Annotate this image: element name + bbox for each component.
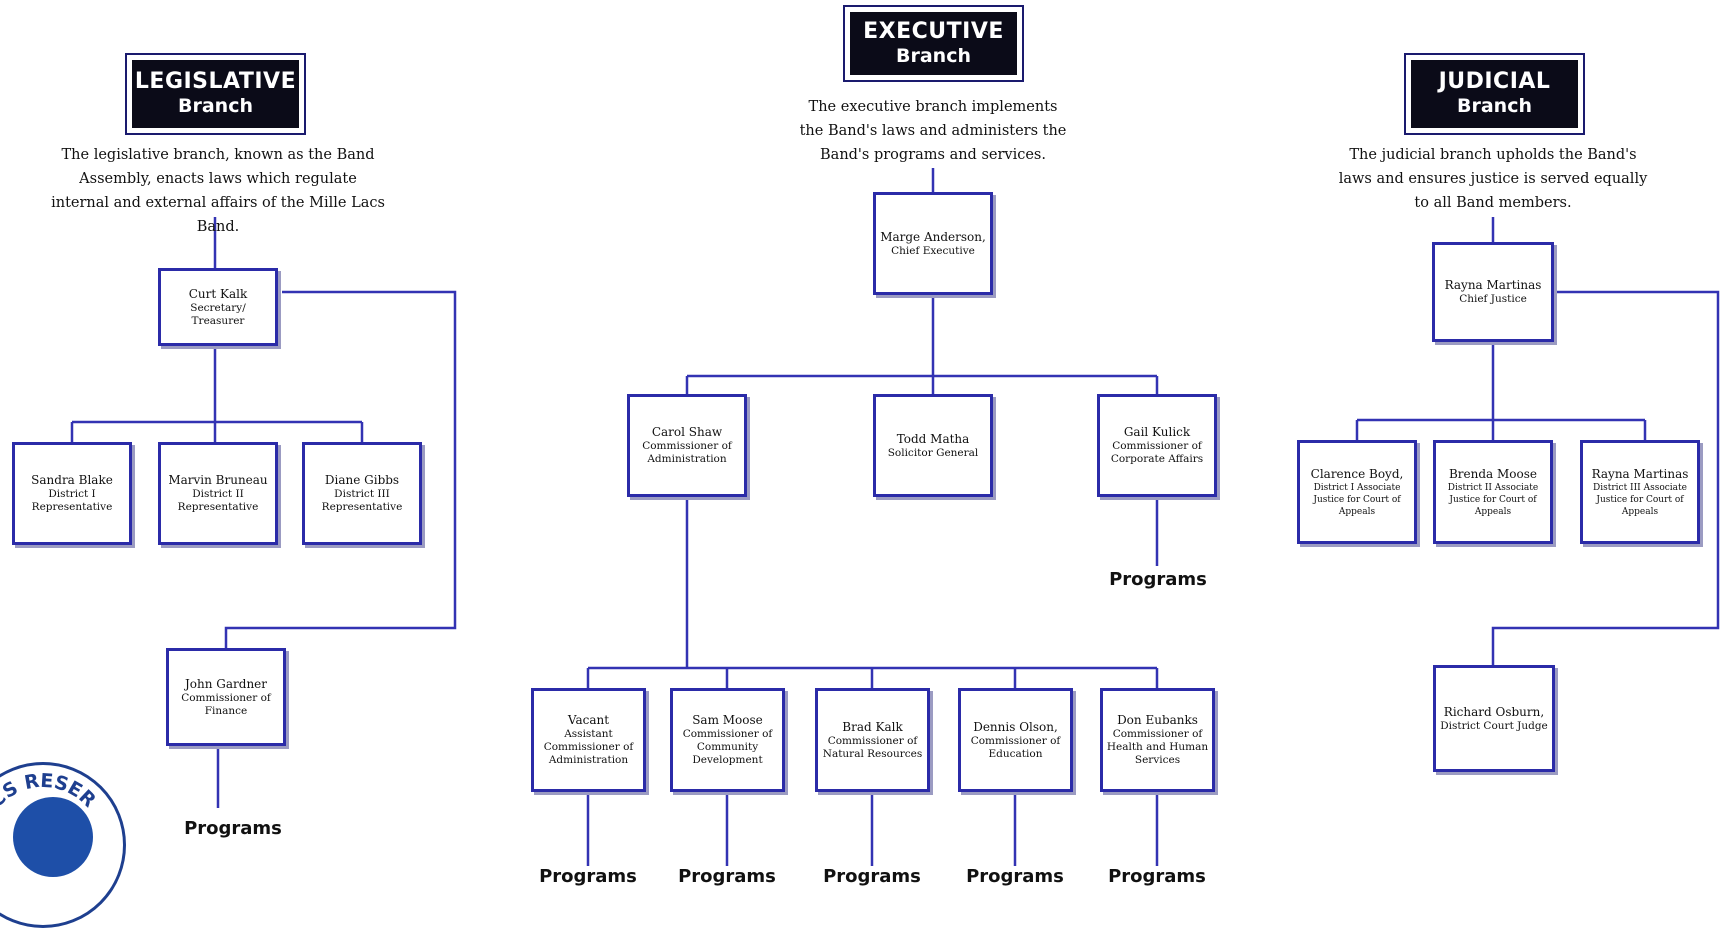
programs-label-corporate-affairs: Programs xyxy=(1109,569,1207,590)
programs-label-assistant-administration: Programs xyxy=(539,866,637,887)
box-commissioner-corporate-affairs: Gail Kulick Commissioner of Corporate Af… xyxy=(1097,394,1217,497)
name: Rayna Martinas xyxy=(1444,278,1542,292)
name: Don Eubanks xyxy=(1117,713,1198,727)
title: Commissioner of Corporate Affairs xyxy=(1110,440,1204,465)
name: Brenda Moose xyxy=(1448,466,1538,481)
title: Commissioner of Natural Resources xyxy=(822,734,923,760)
seal-emblem xyxy=(13,797,93,877)
connector-lines xyxy=(70,168,1720,866)
title: District III Associate Justice for Court… xyxy=(1593,482,1687,517)
name: Brad Kalk xyxy=(842,719,903,734)
box-associate-justice-district-2: Brenda Moose District II Associate Justi… xyxy=(1433,440,1553,544)
judicial-branch-header: JUDICIAL Branch xyxy=(1411,60,1578,128)
name: Curt Kalk xyxy=(188,286,248,301)
title: District I Representative xyxy=(31,488,113,513)
name: Dennis Olson, xyxy=(973,719,1058,734)
name: Marvin Bruneau xyxy=(168,473,268,487)
legislative-title: LEGISLATIVE xyxy=(134,69,297,94)
title: Commissioner of Administration xyxy=(642,440,732,465)
name: Diane Gibbs xyxy=(324,473,400,487)
title: District Court Judge xyxy=(1440,719,1548,732)
box-commissioner-natural-resources: Brad Kalk Commissioner of Natural Resour… xyxy=(815,688,930,792)
svg-text:LACS RESER: LACS RESER xyxy=(0,770,100,835)
box-commissioner-community-development: Sam Moose Commissioner of Community Deve… xyxy=(670,688,785,792)
title: District III Representative xyxy=(321,488,403,513)
box-commissioner-health-human-services: Don Eubanks Commissioner of Health and H… xyxy=(1100,688,1215,792)
box-rep-district-1: Sandra Blake District I Representative xyxy=(12,442,132,545)
title: Commissioner of Finance xyxy=(181,691,271,717)
box-chief-executive: Marge Anderson, Chief Executive xyxy=(873,192,993,295)
box-assistant-commissioner-administration: Vacant Assistant Commissioner of Adminis… xyxy=(531,688,646,792)
box-associate-justice-district-3: Rayna Martinas District III Associate Ju… xyxy=(1580,440,1700,544)
programs-label-community-development: Programs xyxy=(678,866,776,887)
judicial-title: JUDICIAL xyxy=(1438,69,1551,94)
title: Chief Justice xyxy=(1459,293,1527,305)
title: Secretary/ Treasurer xyxy=(190,301,246,327)
box-rep-district-3: Diane Gibbs District III Representative xyxy=(302,442,422,545)
org-chart-connectors xyxy=(70,168,1720,866)
judicial-subtitle: Branch xyxy=(1457,95,1532,117)
programs-label-health-human-services: Programs xyxy=(1108,866,1206,887)
title: District I Associate Justice for Court o… xyxy=(1313,482,1401,517)
box-rep-district-2: Marvin Bruneau District II Representativ… xyxy=(158,442,278,545)
executive-branch-header: EXECUTIVE Branch xyxy=(850,12,1017,75)
box-commissioner-education: Dennis Olson, Commissioner of Education xyxy=(958,688,1073,792)
name: John Gardner xyxy=(184,676,268,691)
title: Commissioner of Health and Human Service… xyxy=(1106,728,1209,766)
name: Gail Kulick xyxy=(1123,425,1191,439)
title: Solicitor General xyxy=(887,446,979,459)
mille-lacs-seal-logo: LACS RESER xyxy=(0,762,126,928)
seal-lettering: LACS RESER xyxy=(0,770,100,835)
programs-label-natural-resources: Programs xyxy=(823,866,921,887)
box-solicitor-general: Todd Matha Solicitor General xyxy=(873,394,993,497)
name: Sandra Blake xyxy=(31,473,113,487)
executive-description: The executive branch implements the Band… xyxy=(799,99,1067,163)
name: Todd Matha xyxy=(896,431,970,446)
title: Chief Executive xyxy=(891,244,975,257)
legislative-subtitle: Branch xyxy=(178,95,253,117)
box-legislative-secretary-treasurer: Curt Kalk Secretary/ Treasurer xyxy=(158,268,278,346)
name: Sam Moose xyxy=(692,713,763,727)
name: Clarence Boyd, xyxy=(1310,466,1404,481)
box-chief-justice: Rayna Martinas Chief Justice xyxy=(1432,242,1554,342)
programs-label-finance: Programs xyxy=(184,818,282,839)
name: Richard Osburn, xyxy=(1443,704,1545,719)
box-district-court-judge: Richard Osburn, District Court Judge xyxy=(1433,665,1555,772)
box-associate-justice-district-1: Clarence Boyd, District I Associate Just… xyxy=(1297,440,1417,544)
title: District II Representative xyxy=(177,488,259,513)
seal-text: LACS RESER xyxy=(0,770,100,835)
judicial-description: The judicial branch upholds the Band's l… xyxy=(1338,147,1648,211)
title: Assistant Commissioner of Administration xyxy=(543,728,634,766)
programs-label-education: Programs xyxy=(966,866,1064,887)
executive-title: EXECUTIVE xyxy=(863,18,1004,44)
name: Rayna Martinas xyxy=(1591,466,1689,481)
name: Carol Shaw xyxy=(651,425,723,439)
title: Commissioner of Community Development xyxy=(682,728,773,766)
title: District II Associate Justice for Court … xyxy=(1447,482,1539,517)
name: Vacant xyxy=(567,713,610,727)
legislative-description: The legislative branch, known as the Ban… xyxy=(51,147,385,235)
box-commissioner-administration: Carol Shaw Commissioner of Administratio… xyxy=(627,394,747,497)
executive-subtitle: Branch xyxy=(896,44,971,67)
title: Commissioner of Education xyxy=(970,734,1061,760)
box-commissioner-of-finance: John Gardner Commissioner of Finance xyxy=(166,648,286,746)
name: Marge Anderson, xyxy=(880,229,986,244)
legislative-branch-header: LEGISLATIVE Branch xyxy=(132,60,299,128)
